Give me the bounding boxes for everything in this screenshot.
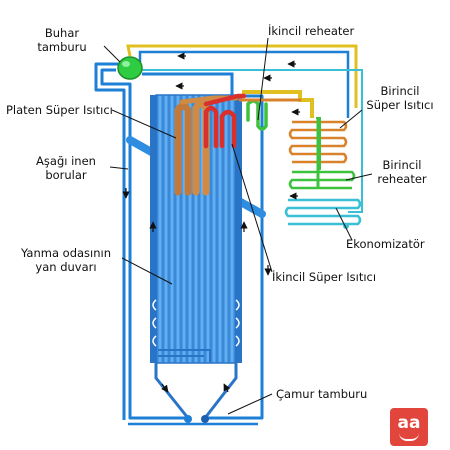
secondary-reheater-label: İkincil reheater [268, 24, 355, 38]
primary-superheater [288, 120, 348, 164]
flow-arrows [122, 52, 300, 393]
secondary-superheater-label: İkincil Süper Isıtıcı [272, 270, 377, 284]
mud-drum-left [184, 415, 192, 423]
secondary-superheater [203, 93, 247, 149]
logo-text: aa [397, 413, 421, 433]
hopper [154, 349, 238, 419]
leader-lines [103, 37, 373, 415]
primary-superheater-green [316, 117, 321, 170]
aa-logo: aa [390, 408, 428, 446]
mud-drum-right [201, 415, 209, 423]
mud-drum-label: Çamur tamburu [276, 387, 368, 401]
logo-smile [399, 433, 419, 441]
economizer [284, 198, 362, 229]
economizer-label: Ekonomizatör [346, 237, 425, 251]
downcomers [94, 62, 264, 426]
secondary-reheater [238, 98, 302, 131]
platen-superheater-label: Platen Süper Isıtıcı [6, 103, 113, 117]
primary-reheater [288, 170, 356, 190]
steam-drum [117, 56, 143, 80]
